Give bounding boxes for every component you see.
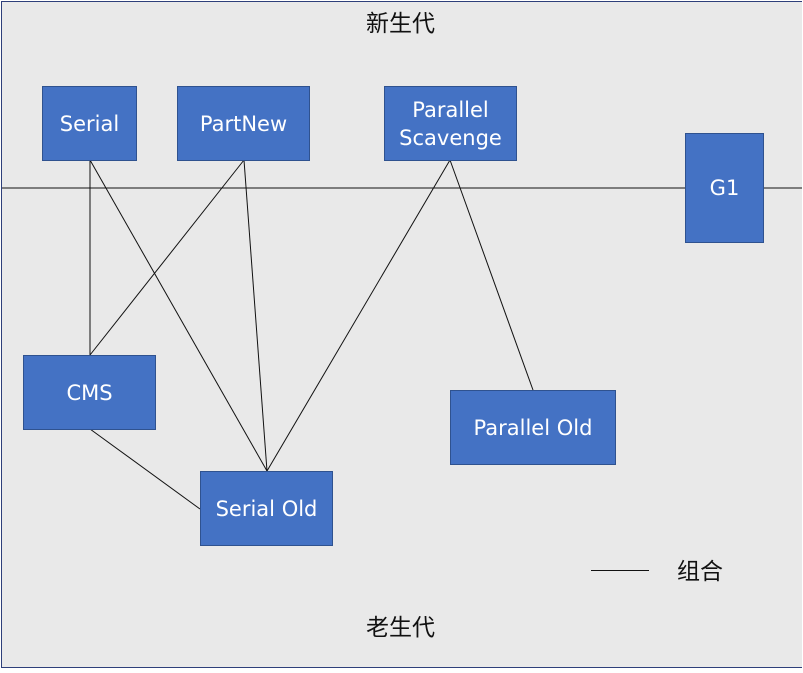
old-generation-label: 老生代 [366,615,435,641]
partnew-label: PartNew [199,111,288,136]
serial-old-label: Serial Old [215,496,318,521]
g1-collector: G1 [685,133,764,243]
parallel-scavenge-collector: Parallel Scavenge [384,86,517,161]
link-partnew-cms [89,159,245,356]
link-serial-serial-old [89,159,268,472]
serial-collector: Serial [42,86,137,161]
parallel-old-label: Parallel Old [473,415,593,440]
cms-label: CMS [66,380,113,405]
parallel-scavenge-label: Parallel Scavenge [399,97,502,150]
g1-label: G1 [709,176,740,200]
legend-label: 组合 [677,559,723,585]
link-partnew-serial-old [243,159,268,472]
serial-old-collector: Serial Old [200,471,333,546]
link-parallel-scavenge-serial-old [266,159,451,472]
link-parallel-scavenge-parallel-old [449,159,534,391]
young-generation-label: 新生代 [366,11,435,37]
partnew-collector: PartNew [177,86,310,161]
link-cms-serial-old [89,428,201,510]
serial-label: Serial [59,111,120,136]
parallel-old-collector: Parallel Old [450,390,616,465]
cms-collector: CMS [23,355,156,430]
legend-line-sample [591,570,649,571]
